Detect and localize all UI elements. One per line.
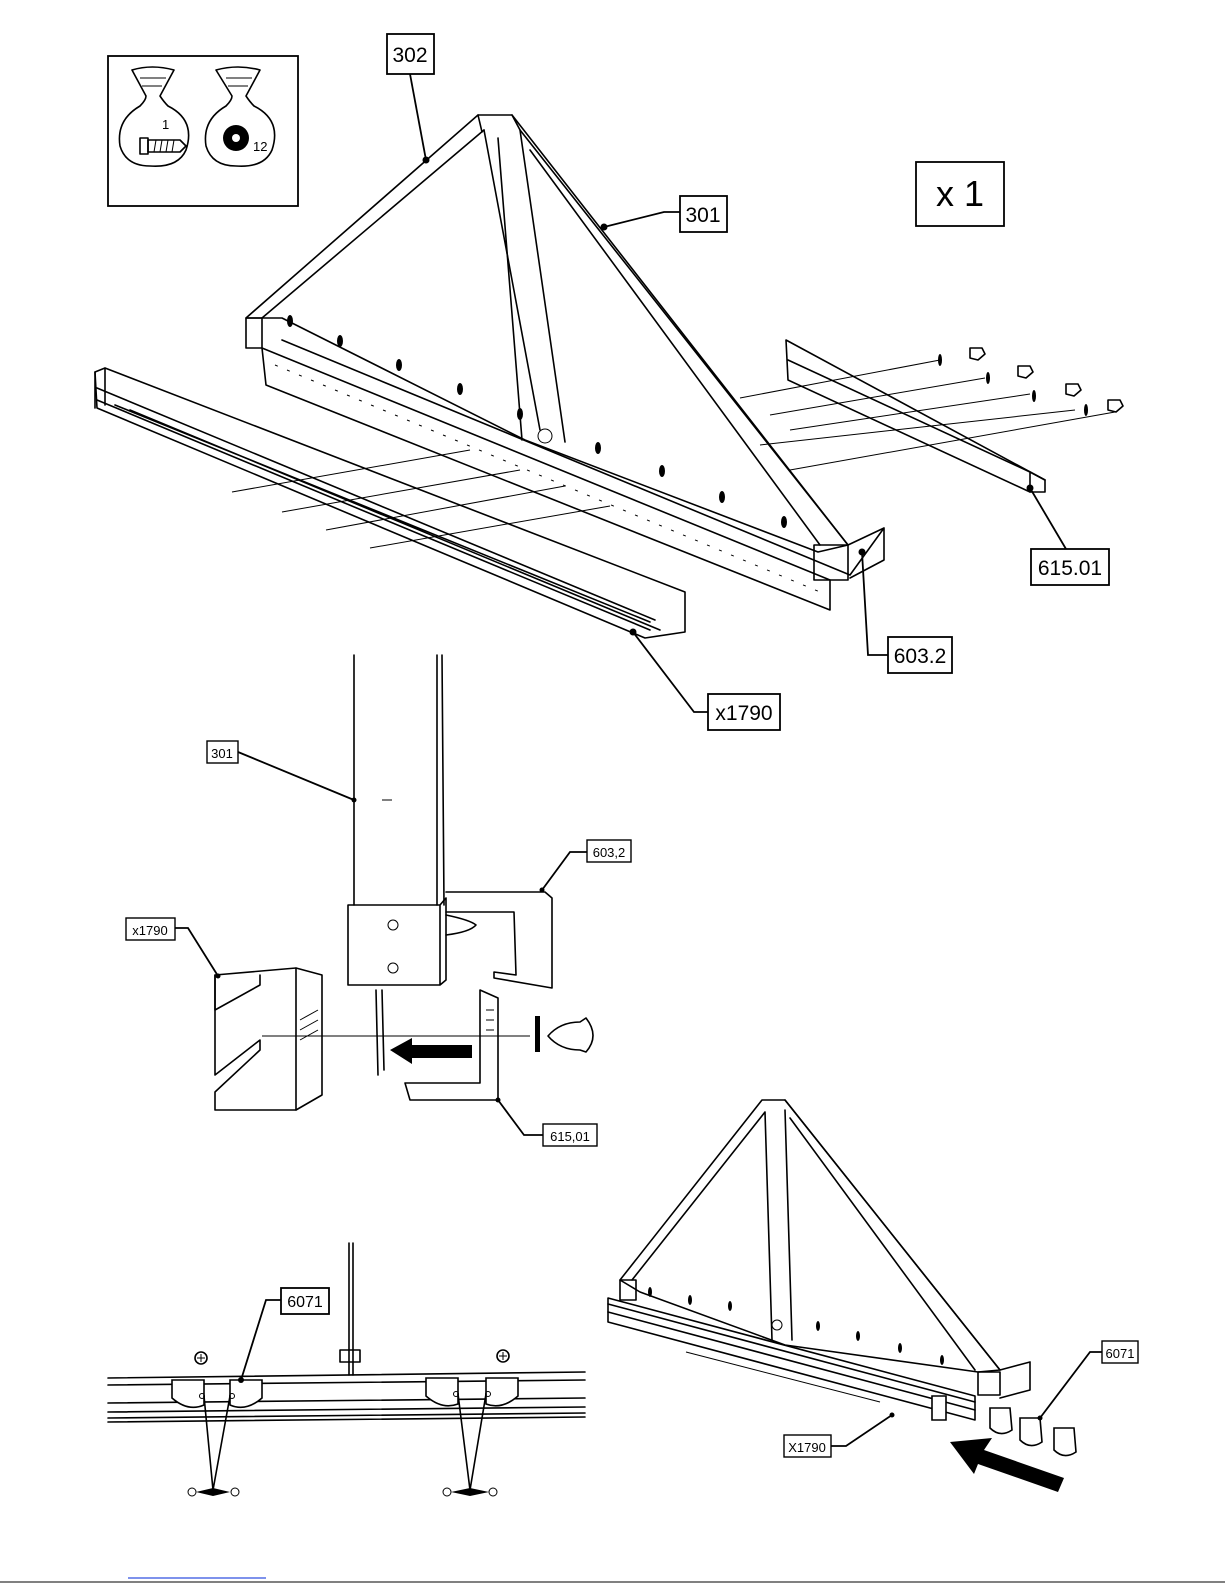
label-x1790: x1790 (630, 629, 781, 731)
quantity-box: x 1 (916, 162, 1004, 226)
label-x1790-step4: X1790 (784, 1413, 895, 1458)
label-301-detail: 301 (207, 741, 357, 803)
washer-count: 12 (253, 139, 267, 154)
label-6071-step4-text: 6071 (1106, 1346, 1135, 1361)
quantity-label: x 1 (936, 173, 984, 214)
step2-detail (215, 655, 593, 1110)
label-301-detail-text: 301 (211, 746, 233, 761)
washer-icon (223, 125, 249, 151)
beam-slots (287, 315, 787, 528)
label-301: 301 (601, 196, 728, 232)
label-603-2: 603.2 (859, 549, 953, 674)
label-603-2-detail-text: 603,2 (593, 845, 626, 860)
bolts-right (740, 348, 1123, 470)
label-301-text: 301 (685, 204, 720, 227)
label-615-01-detail: 615,01 (496, 1098, 598, 1147)
label-6071-step4: 6071 (1038, 1341, 1139, 1421)
label-x1790-detail: x1790 (126, 918, 221, 979)
label-6071-detail: 6071 (238, 1288, 329, 1383)
label-615-01-detail-text: 615,01 (550, 1129, 590, 1144)
label-615-01-text: 615.01 (1038, 557, 1102, 580)
label-6071-detail-text: 6071 (287, 1294, 323, 1311)
label-302: 302 (387, 34, 434, 164)
label-302-text: 302 (392, 44, 427, 67)
parts-bags-panel: 1 12 (108, 56, 298, 206)
spacing-arrow-icon (188, 1488, 497, 1496)
label-x1790-text: x1790 (715, 702, 772, 725)
label-x1790-step4-text: X1790 (788, 1440, 826, 1455)
label-x1790-detail-text: x1790 (132, 923, 167, 938)
label-615-01: 615.01 (1027, 485, 1110, 586)
label-603-2-detail: 603,2 (540, 840, 632, 893)
step3-rollers (108, 1243, 585, 1496)
screw-count: 1 (162, 117, 169, 132)
label-603-2-text: 603.2 (894, 645, 947, 668)
step4-truss-with-rail (608, 1100, 1076, 1492)
